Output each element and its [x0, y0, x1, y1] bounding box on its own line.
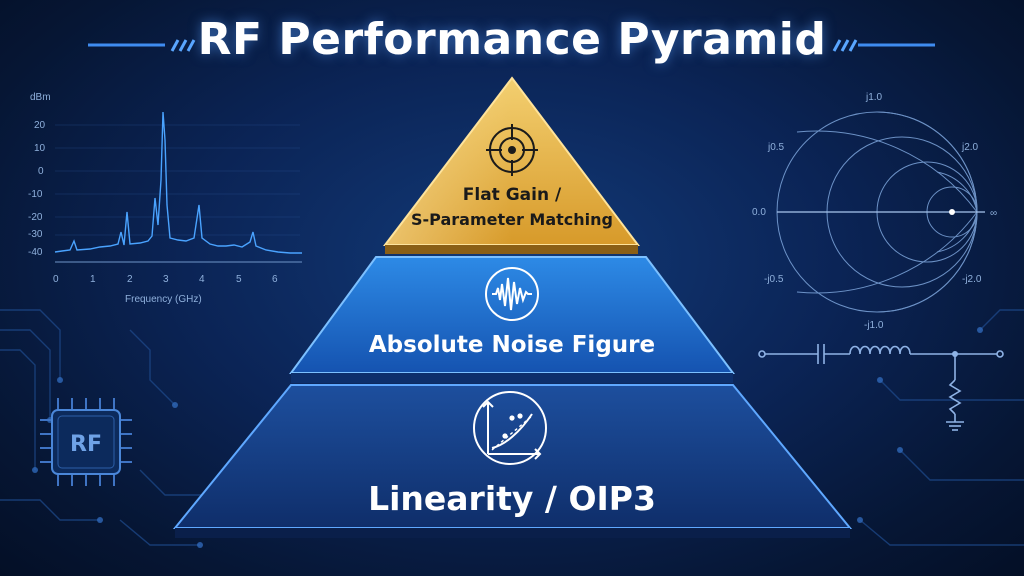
- svg-text:-20: -20: [28, 212, 43, 223]
- svg-text:1: 1: [90, 274, 96, 285]
- svg-text:j2.0: j2.0: [961, 142, 979, 153]
- svg-text:∞: ∞: [990, 208, 997, 219]
- top-tier-line1: Flat Gain /: [463, 185, 562, 205]
- top-tier-line2: S-Parameter Matching: [411, 210, 613, 229]
- svg-text:2: 2: [127, 274, 133, 285]
- smith-labels: j1.0 j0.5 j2.0 0.0 ∞ -j0.5 -j2.0 -j1.0: [752, 92, 997, 331]
- svg-text:-10: -10: [28, 189, 43, 200]
- page-title: RF Performance Pyramid: [197, 14, 827, 65]
- spectrum-xlabel: Frequency (GHz): [125, 294, 202, 305]
- svg-text:-j0.5: -j0.5: [764, 274, 784, 285]
- svg-text:0: 0: [53, 274, 59, 285]
- svg-text:-30: -30: [28, 229, 43, 240]
- middle-tier-label: Absolute Noise Figure: [369, 332, 655, 358]
- svg-text:-j1.0: -j1.0: [864, 320, 884, 331]
- spectrum-trace: [54, 111, 302, 254]
- spectrum-ylabel: dBm: [30, 92, 51, 103]
- rf-chip-label: RF: [70, 432, 102, 457]
- svg-text:10: 10: [34, 143, 46, 154]
- svg-text:j1.0: j1.0: [865, 92, 883, 103]
- target-crosshair-icon: [486, 124, 538, 176]
- linearity-curve-icon: [473, 391, 547, 465]
- svg-text:5: 5: [236, 274, 242, 285]
- bottom-tier-label: Linearity / OIP3: [368, 479, 656, 518]
- svg-text:0: 0: [38, 166, 44, 177]
- noise-waveform-icon: [485, 267, 539, 321]
- svg-text:j0.5: j0.5: [767, 142, 785, 153]
- svg-text:20: 20: [34, 120, 46, 131]
- svg-text:3: 3: [163, 274, 169, 285]
- svg-text:-j2.0: -j2.0: [962, 274, 982, 285]
- spectrum-xticks: 0 1 2 3 4 5 6: [53, 274, 278, 285]
- spectrum-yticks: 20 10 0 -10 -20 -30 -40: [28, 120, 46, 258]
- svg-text:0.0: 0.0: [752, 207, 766, 218]
- svg-text:4: 4: [199, 274, 205, 285]
- svg-text:-40: -40: [28, 247, 43, 258]
- svg-text:6: 6: [272, 274, 278, 285]
